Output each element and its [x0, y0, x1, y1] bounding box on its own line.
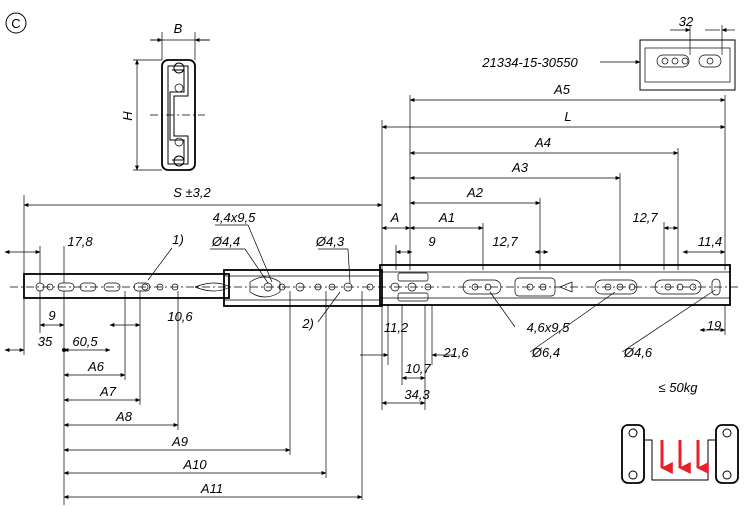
dim-A4: A4: [534, 135, 551, 150]
dim-32: 32: [679, 14, 694, 29]
dim-12-7-right: 12,7: [632, 210, 658, 225]
label-hole-4-4: Ø4,4: [211, 234, 240, 249]
dim-35: 35: [38, 334, 53, 349]
note-2: 2): [301, 316, 314, 331]
lower-dimensions: [4, 291, 726, 505]
dim-9-mid: 9: [428, 234, 435, 249]
dim-A6: A6: [87, 359, 105, 374]
dim-A: A: [390, 210, 400, 225]
dim-10-6: 10,6: [167, 309, 193, 324]
dim-17-8: 17,8: [67, 234, 93, 249]
slide-main-view: [10, 264, 740, 307]
article-number: 21334-15-30550: [481, 55, 578, 70]
label-slot-4-4x9-5: 4,4x9,5: [213, 210, 256, 225]
variant-label: C: [11, 16, 20, 31]
load-rating: ≤ 50kg: [659, 380, 699, 395]
dim-A7: A7: [99, 384, 117, 399]
dim-S: S ±3,2: [173, 185, 211, 200]
dim-11-2: 11,2: [384, 320, 409, 335]
load-direction-icon: [621, 424, 739, 484]
dim-L: L: [564, 109, 571, 124]
label-slot-4-6x9-5: 4,6x9,5: [527, 320, 570, 335]
label-hole-4-3: Ø4,3: [315, 234, 345, 249]
dim-9-left: 9: [48, 308, 55, 323]
note-1: 1): [172, 232, 184, 247]
dim-H: H: [120, 111, 135, 121]
label-hole-4-6: Ø4,6: [623, 345, 653, 360]
dim-B: B: [174, 21, 183, 36]
leader-lines-upper: [147, 224, 351, 284]
dim-21-6: 21,6: [442, 345, 469, 360]
dim-A2: A2: [466, 185, 484, 200]
dim-A9: A9: [171, 434, 188, 449]
dim-A1: A1: [438, 210, 455, 225]
detail-view: 32 21334-15-30550: [481, 14, 736, 91]
dim-A10: A10: [182, 457, 207, 472]
cross-section-view: B H: [120, 21, 210, 171]
leader-lines-lower: [489, 289, 716, 353]
dim-10-7: 10,7: [405, 361, 431, 376]
dim-19: 19: [707, 318, 721, 333]
dim-A11: A11: [200, 481, 223, 496]
dim-12-7-mid: 12,7: [492, 234, 518, 249]
circled-c-icon: C: [5, 12, 27, 34]
dim-11-4: 11,4: [698, 234, 722, 249]
dim-60-5: 60,5: [72, 334, 98, 349]
dim-A3: A3: [511, 160, 529, 175]
upper-dimensions: [4, 95, 726, 283]
dim-34-3: 34,3: [404, 387, 430, 402]
dim-A5: A5: [553, 82, 571, 97]
dim-A8: A8: [115, 409, 133, 424]
label-hole-6-4: Ø6,4: [531, 345, 560, 360]
